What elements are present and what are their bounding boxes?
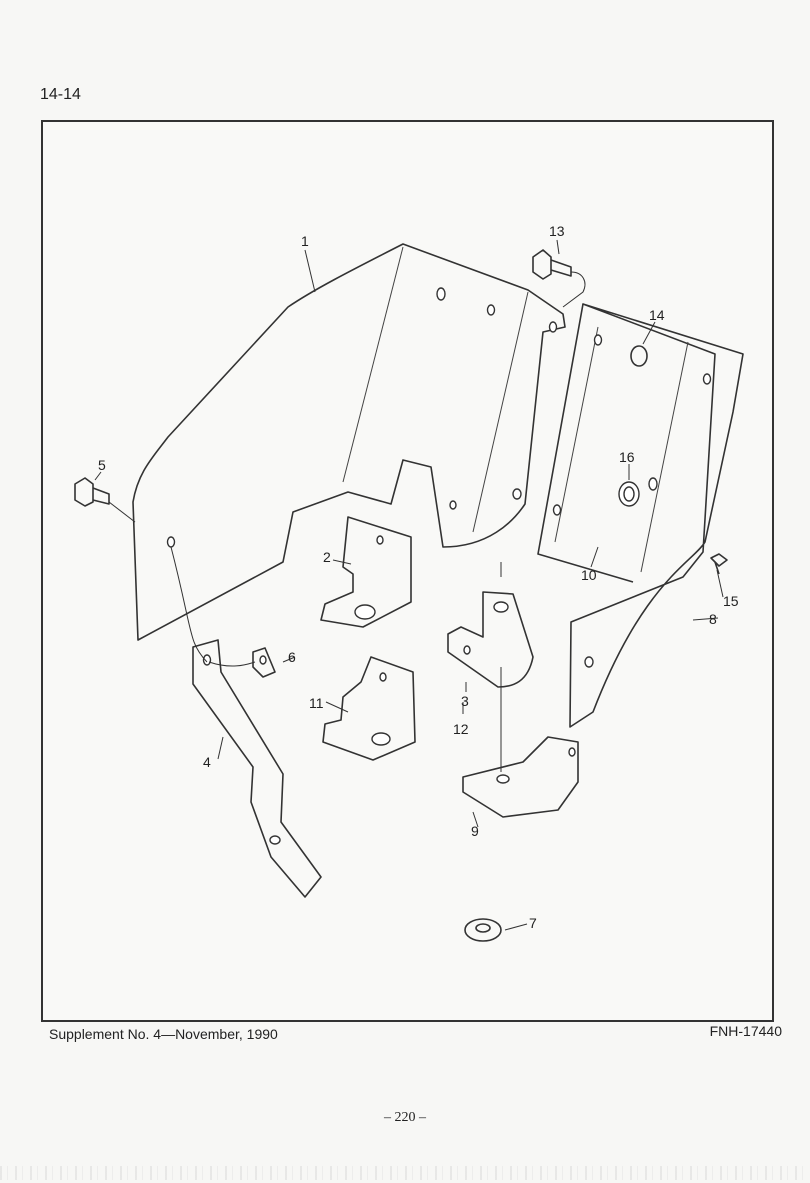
- callout-13: 13: [549, 223, 565, 239]
- part-5-bolt: [74, 477, 136, 523]
- supplement-note: Supplement No. 4—November, 1990: [49, 1026, 278, 1042]
- callout-16: 16: [619, 449, 635, 465]
- part-13-bolt: [532, 249, 586, 308]
- section-id: 14-14: [40, 86, 81, 103]
- parts-diagram-frame: 1 2 3 4 5 6 7 8 9 10 11 12 13 14 15 16: [41, 120, 774, 1022]
- part-11-bracket: [322, 656, 416, 761]
- callout-14: 14: [649, 307, 665, 323]
- callout-4: 4: [203, 754, 211, 770]
- part-1-shield-panel: [132, 243, 566, 641]
- callout-12: 12: [453, 721, 469, 737]
- figure-code: FNH-17440: [709, 1023, 782, 1039]
- part-14-nut: [630, 345, 648, 367]
- callout-8: 8: [709, 611, 717, 627]
- callout-1: 1: [301, 233, 309, 249]
- part-8-bracket: [537, 303, 744, 728]
- part-2-bracket: [320, 516, 412, 628]
- part-3-bracket: [447, 562, 534, 772]
- part-7-washer: [464, 918, 502, 942]
- callout-10: 10: [581, 567, 597, 583]
- callout-2: 2: [323, 549, 331, 565]
- callout-leaders: [94, 239, 724, 931]
- part-4-support-arm: [170, 546, 322, 898]
- page-number: – 220 –: [384, 1110, 426, 1125]
- part-6-clip: [208, 647, 276, 678]
- callout-5: 5: [98, 457, 106, 473]
- part-15-screw: [710, 553, 728, 575]
- callout-7: 7: [529, 915, 537, 931]
- callout-6: 6: [288, 649, 296, 665]
- part-9-bracket: [462, 736, 579, 818]
- parts-diagram: 1 2 3 4 5 6 7 8 9 10 11 12 13 14 15 16: [74, 223, 744, 942]
- scan-artifact: [0, 1166, 810, 1180]
- callout-9: 9: [471, 823, 479, 839]
- callout-3: 3: [461, 693, 469, 709]
- callout-11: 11: [309, 695, 324, 711]
- callout-15: 15: [723, 593, 739, 609]
